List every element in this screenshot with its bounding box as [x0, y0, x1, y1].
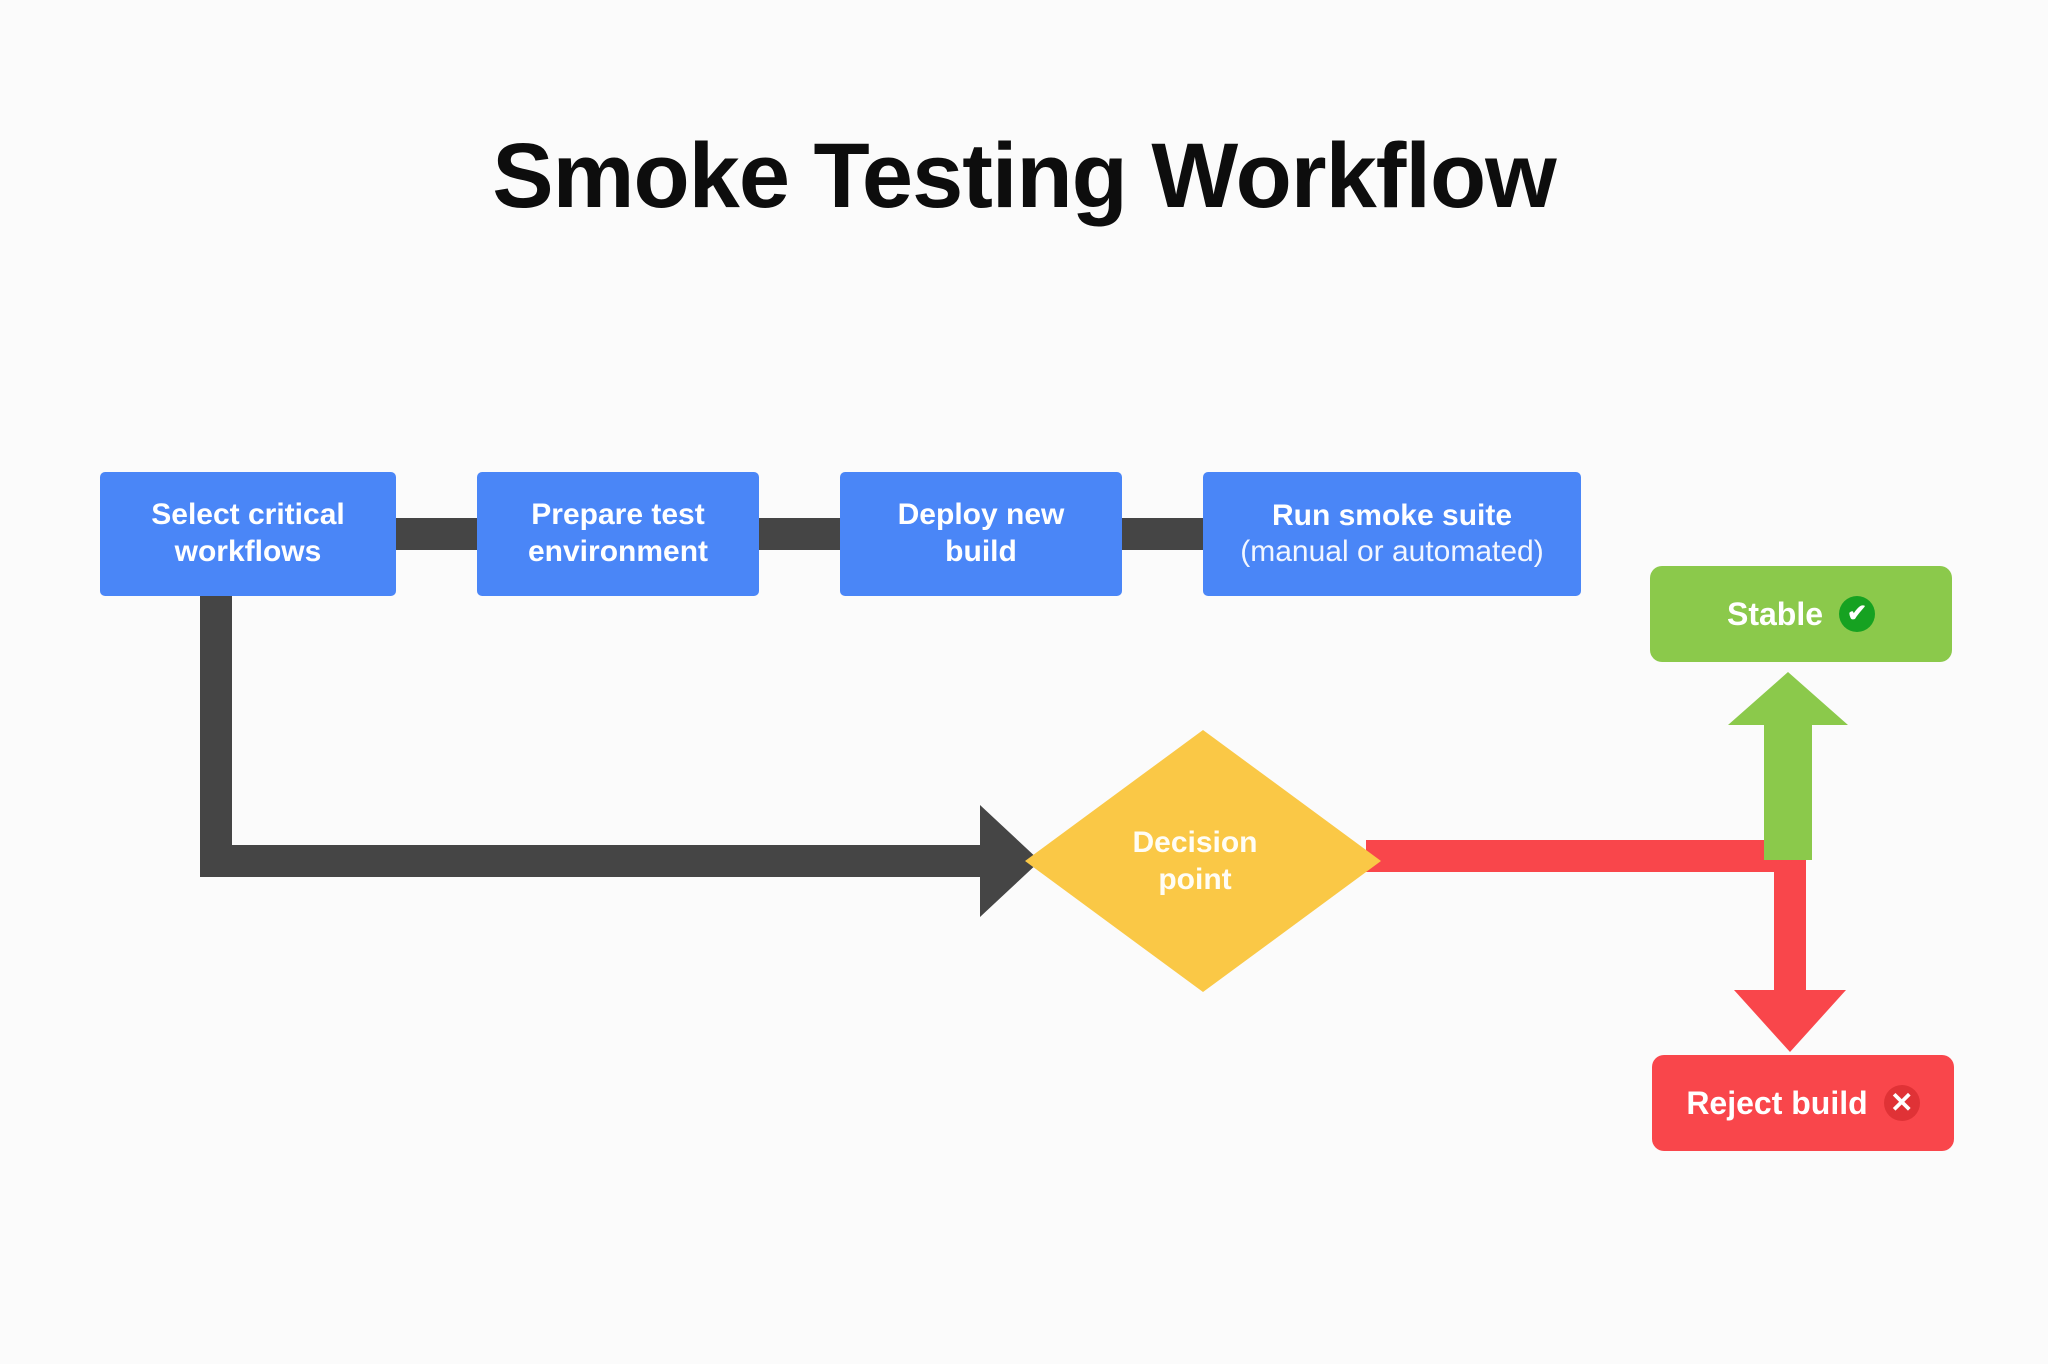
connector-step1-to-decision-elbow-right-arrow-icon [200, 596, 1040, 917]
check-circle-icon: ✔ [1839, 596, 1876, 632]
connector-decision-to-stable-up-arrow-icon [1728, 672, 1848, 860]
process-node-label-line2: build [945, 535, 1017, 568]
process-node-deploy-new-build[interactable]: Deploy new build [840, 472, 1122, 596]
outcome-label-stable: Stable [1726, 595, 1824, 632]
outcome-label-reject-build: Reject build [1686, 1084, 1868, 1121]
outcome-node-stable[interactable]: Stable ✔ [1650, 566, 1952, 662]
decision-node-label-line1: Decision [1132, 825, 1258, 859]
process-node-label-line1: Prepare test [531, 498, 705, 532]
process-node-prepare-test-environment[interactable]: Prepare test environment [477, 472, 759, 596]
process-node-label-line1: Run smoke suite [1271, 498, 1513, 532]
outcome-node-reject-build[interactable]: Reject build ✕ [1652, 1055, 1954, 1151]
decision-node-label-line2: point [1158, 863, 1232, 896]
process-node-run-smoke-suite[interactable]: Run smoke suite (manual or automated) [1203, 472, 1581, 596]
process-node-label-line2: workflows [174, 535, 322, 568]
decision-node-decision-point[interactable]: Decision point [1025, 730, 1381, 992]
page-title: Smoke Testing Workflow [492, 125, 1556, 227]
process-node-sublabel: (manual or automated) [1240, 535, 1544, 569]
connector-decision-to-reject-down-arrow-icon [1366, 840, 1846, 1052]
process-node-select-critical-workflows[interactable]: Select critical workflows [100, 472, 396, 596]
process-node-label-line2: environment [527, 535, 709, 568]
process-node-label-line1: Select critical [151, 498, 345, 532]
cross-circle-icon: ✕ [1883, 1085, 1920, 1121]
decision-node-label: Decision point [1025, 730, 1381, 992]
process-node-label-line1: Deploy new [897, 498, 1065, 532]
